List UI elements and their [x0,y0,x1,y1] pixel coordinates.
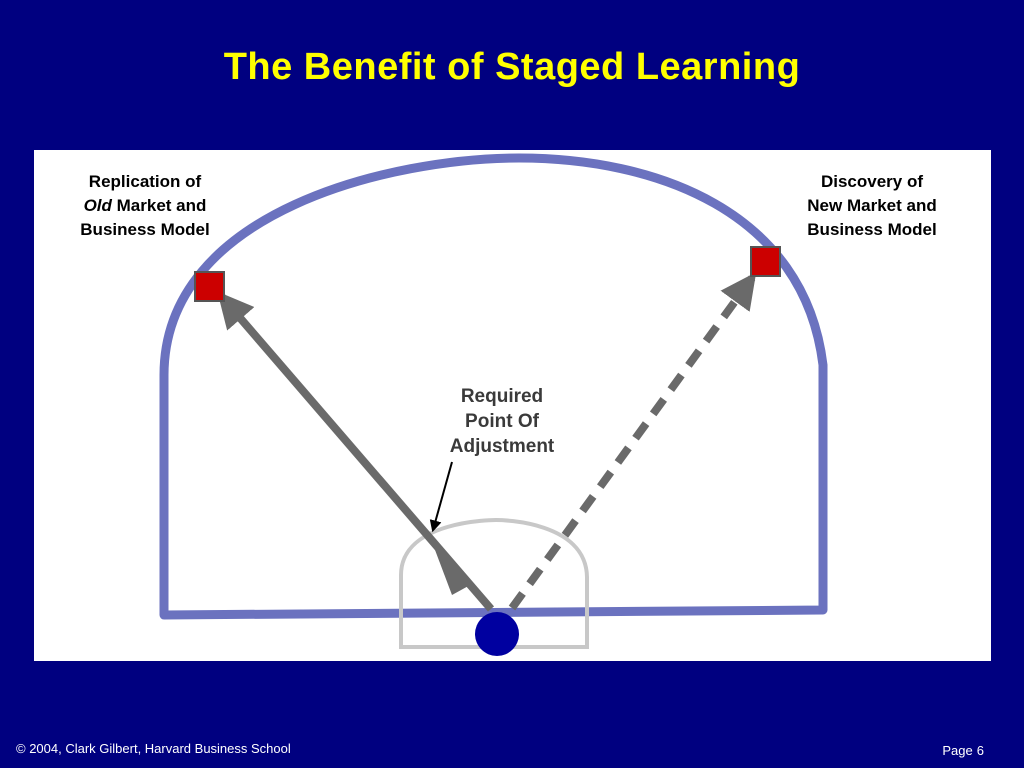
diagram-panel: Replication of Old Market and Business M… [34,150,991,661]
arrow-midpoint-head [432,542,472,595]
old-market-marker [194,271,225,302]
old-emphasis: Old [83,196,112,215]
old-market-label-line3: Business Model [80,220,210,239]
new-market-label-line1: Discovery of [820,172,924,191]
slide-title: The Benefit of Staged Learning [223,46,801,88]
outer-boundary [159,153,828,620]
page-label: Page [942,743,973,758]
old-market-label-line1: Replication of [88,172,202,191]
new-market-label-line3: Business Model [807,220,937,239]
new-market-label-line2: New Market and [807,196,937,215]
adjustment-label: Required Point Of Adjustment [422,384,582,459]
new-market-marker [750,246,781,277]
inner-boundary [399,517,589,649]
adjustment-pointer [429,461,453,533]
old-market-label-line2: Old Market and [55,194,235,218]
new-market-label: Discovery of New Market and Business Mod… [782,170,962,242]
adjustment-label-line2: Point Of [465,411,539,432]
arrow-to-new-market [508,272,757,611]
staged-learning-diagram [159,153,828,656]
adjustment-label-line1: Required [460,386,544,407]
old-market-label-line2-rest: Market and [111,196,207,215]
origin-dot [475,612,519,656]
footer-copyright: © 2004, Clark Gilbert, Harvard Business … [16,741,291,756]
adjustment-label-line3: Adjustment [449,436,555,457]
page-number: 6 [976,743,984,758]
old-market-label: Replication of Old Market and Business M… [55,170,235,242]
